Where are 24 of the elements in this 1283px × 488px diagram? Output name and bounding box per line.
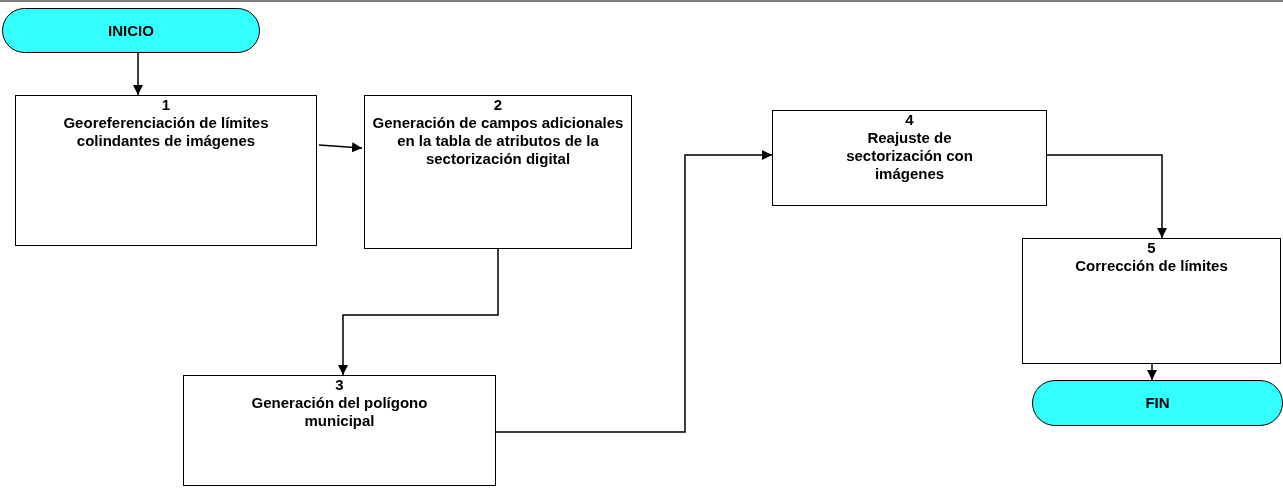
arrow: [1147, 363, 1157, 381]
terminal-shape: [1032, 380, 1283, 426]
step-number: 3: [335, 376, 344, 394]
step-label: Generación de campos adicionales en la tabla de atributos de la sectorización digital: [371, 114, 625, 168]
process-box: [364, 95, 632, 249]
step-number: 4: [905, 111, 914, 129]
step-label: Georeferenciación de límites colindantes de imágenes: [62, 114, 270, 150]
step-number: 1: [161, 96, 171, 114]
arrow: [1046, 154, 1167, 239]
step-number: 5: [1147, 239, 1156, 257]
process-box: [772, 110, 1047, 206]
terminal-label: FIN: [1145, 394, 1170, 412]
process-box: [183, 375, 496, 486]
step-label: Reajuste de sectorización con imágenes: [845, 129, 974, 183]
arrow: [133, 52, 143, 96]
process-box: [1022, 238, 1281, 364]
arrow: [318, 142, 363, 153]
terminal-shape: [2, 8, 260, 53]
arrow: [338, 248, 499, 376]
process-box: [15, 95, 317, 246]
step-label: Corrección de límites: [1075, 257, 1228, 275]
step-number: 2: [493, 96, 503, 114]
terminal-label: INICIO: [108, 21, 154, 40]
step-label: Generación del polígono municipal: [250, 394, 429, 430]
